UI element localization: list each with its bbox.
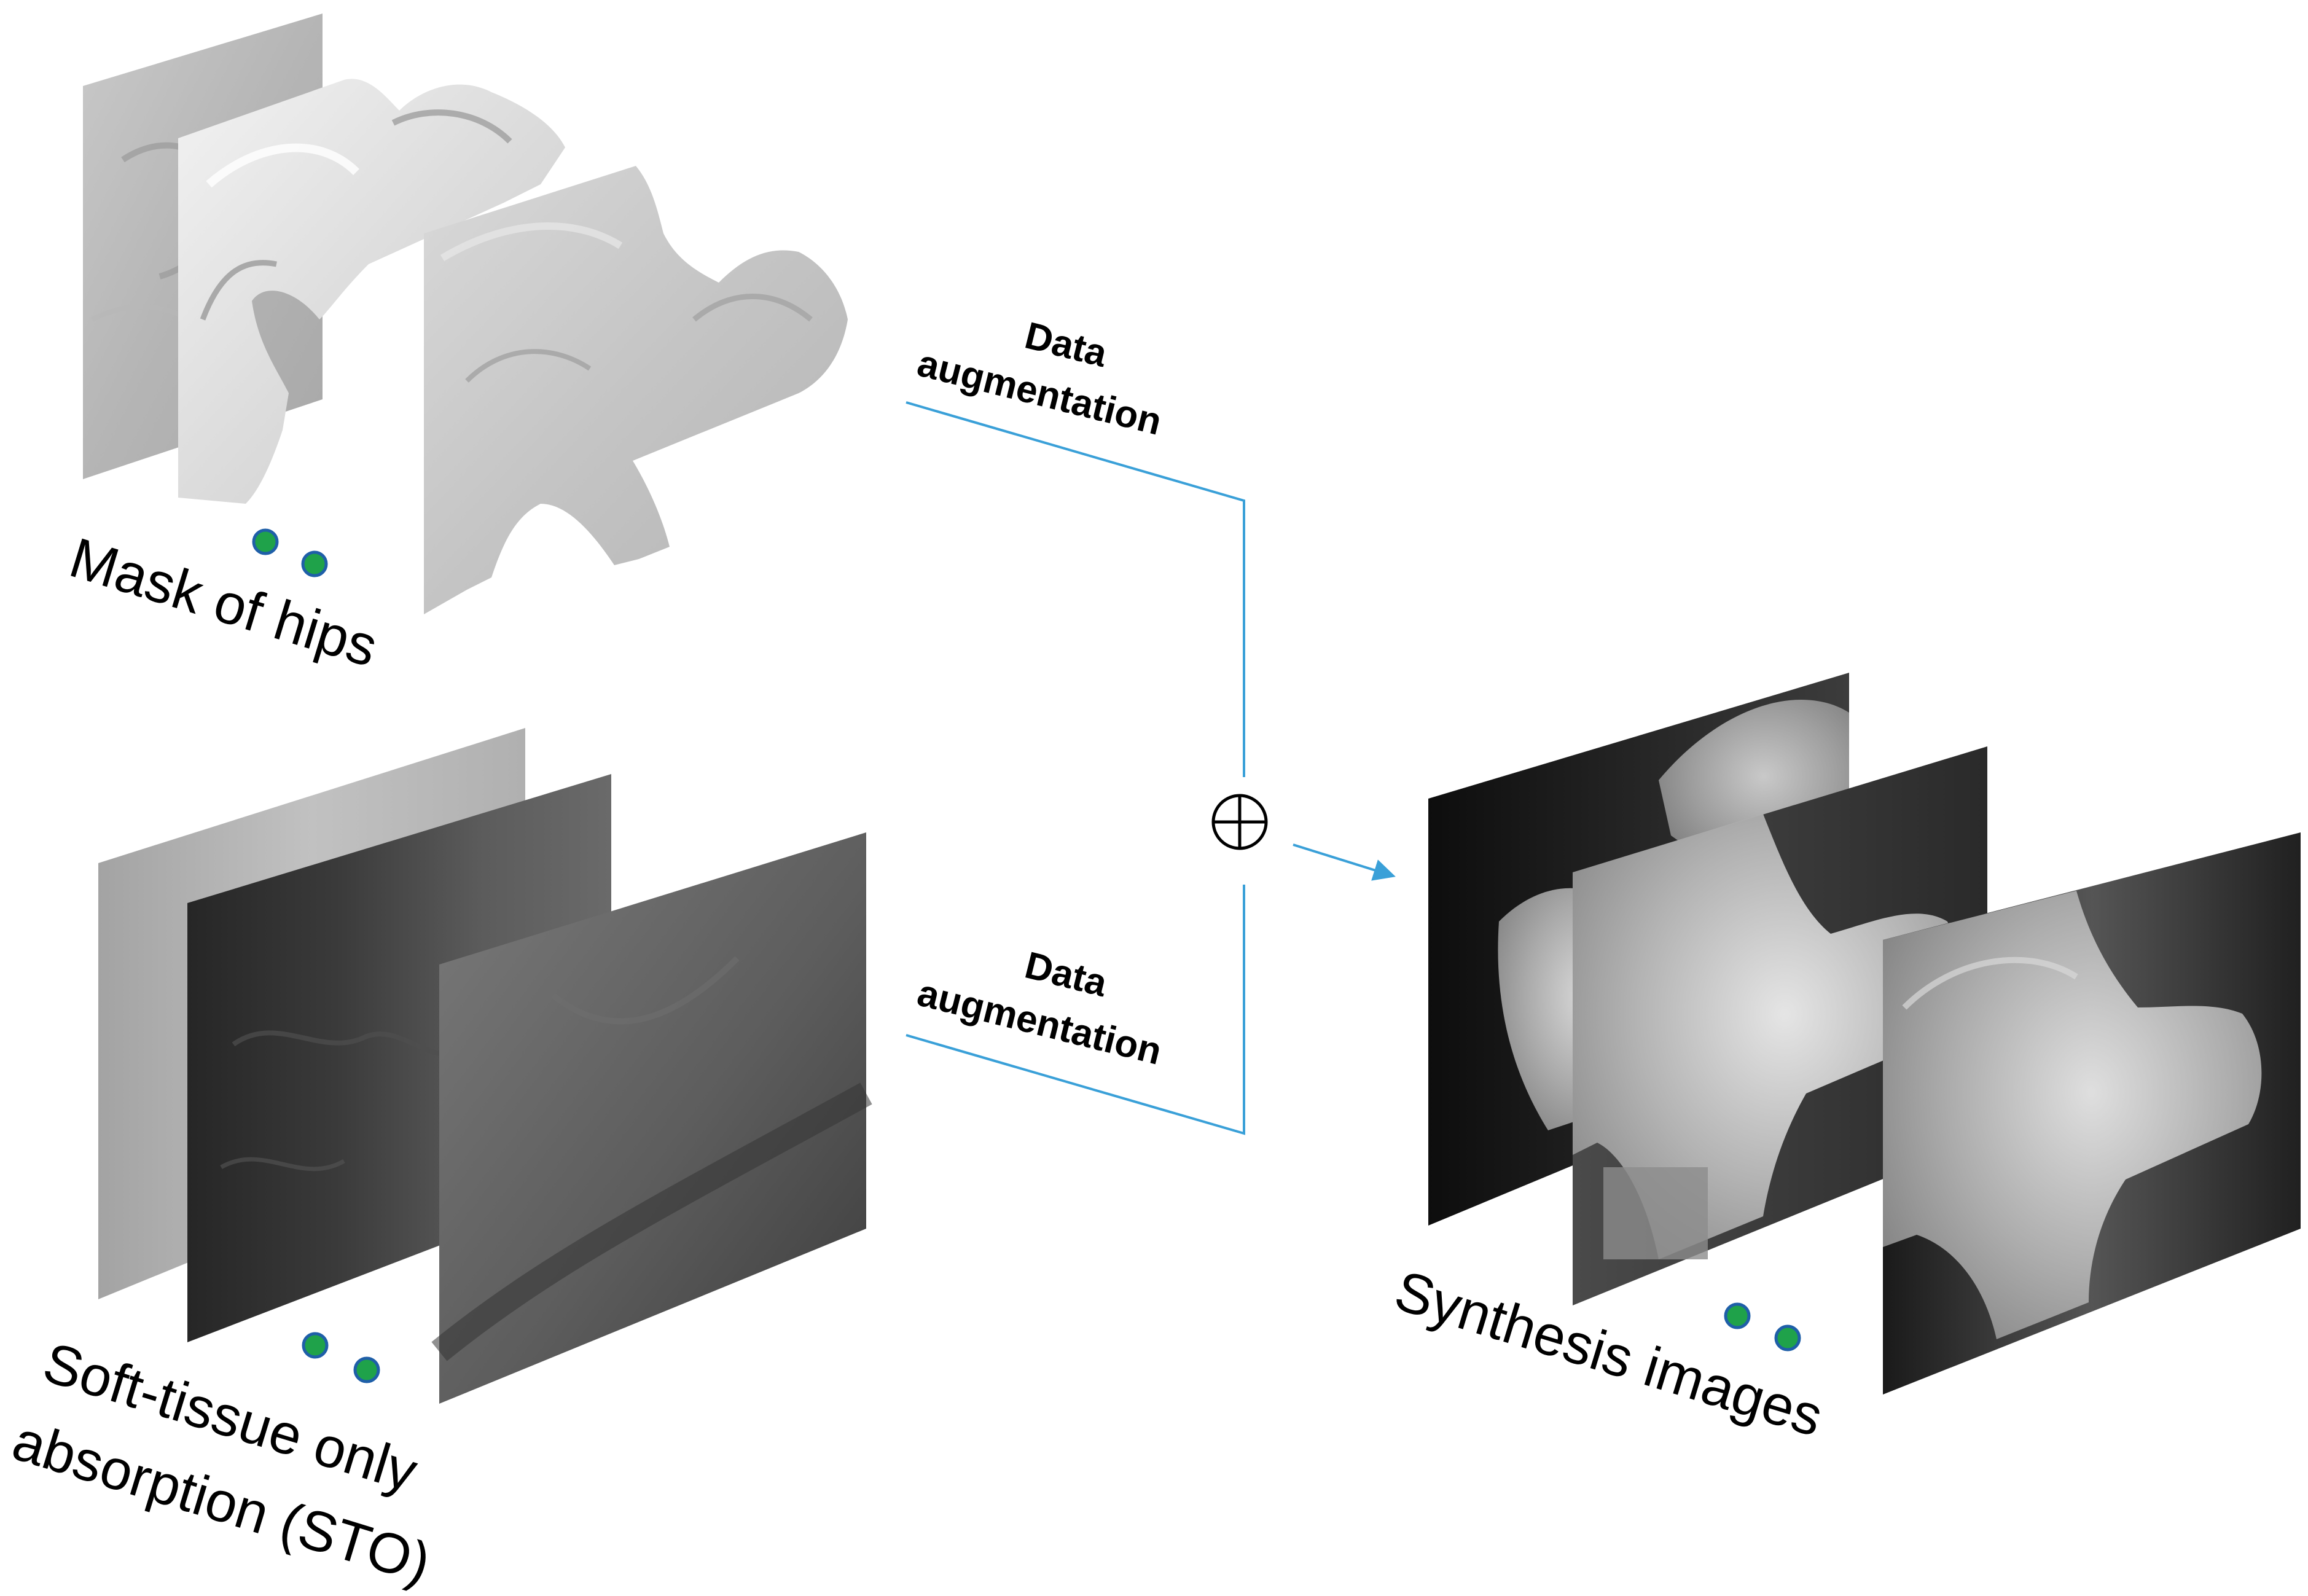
ellipsis-dot bbox=[353, 1356, 380, 1383]
ellipsis-dot bbox=[1724, 1302, 1751, 1329]
sto-stack bbox=[98, 728, 872, 1404]
bottom-augmentation-label-line1: Data bbox=[1021, 944, 1112, 1006]
ellipsis-dot bbox=[301, 550, 328, 577]
mask-slice-front bbox=[424, 166, 848, 614]
sto-slice-front bbox=[431, 832, 872, 1404]
top-augmentation-branch: Data augmentation bbox=[906, 315, 1245, 777]
sto-ellipsis bbox=[302, 1332, 380, 1383]
combine-operator bbox=[1211, 794, 1268, 850]
top-augmentation-label-line1: Data bbox=[1021, 315, 1112, 376]
mask-of-hips-stack bbox=[83, 14, 848, 614]
bottom-connector-line bbox=[906, 885, 1245, 1135]
mask-ellipsis bbox=[252, 528, 328, 577]
synthesis-slice-front bbox=[1883, 832, 2301, 1395]
mask-slice-middle bbox=[178, 79, 565, 504]
synthesis-stack bbox=[1428, 673, 2301, 1395]
ellipsis-dot bbox=[302, 1332, 329, 1359]
output-arrow bbox=[1293, 843, 1396, 881]
bottom-augmentation-branch: Data augmentation bbox=[906, 885, 1245, 1135]
ellipsis-dot bbox=[252, 528, 279, 555]
top-connector-line bbox=[906, 401, 1245, 777]
ellipsis-dot bbox=[1774, 1324, 1801, 1352]
mask-of-hips-label: Mask of hips bbox=[63, 526, 385, 679]
synthesis-ellipsis bbox=[1724, 1302, 1801, 1352]
